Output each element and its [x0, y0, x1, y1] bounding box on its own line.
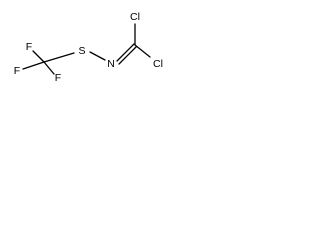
bond-n-c-double-outer	[116, 43, 135, 62]
atom-cl-right: Cl	[153, 58, 163, 70]
atom-cl-top: Cl	[130, 11, 140, 23]
atom-f-top: F	[26, 41, 32, 53]
atom-f-left: F	[14, 65, 20, 77]
atom-n: N	[107, 58, 115, 70]
bond-n-c-double-inner	[118, 46, 137, 65]
bond-c-f-top	[32, 50, 45, 63]
atom-f-bottom: F	[55, 72, 61, 84]
atom-labels: F F F S N Cl Cl	[14, 11, 163, 84]
bonds	[22, 23, 151, 75]
bond-s-n	[89, 51, 106, 61]
bond-c-f-bottom	[43, 61, 55, 75]
bond-c-s	[43, 52, 75, 63]
bond-c-cl-right	[134, 44, 151, 58]
atom-s: S	[78, 45, 85, 57]
structure-diagram: F F F S N Cl Cl	[14, 11, 163, 84]
bond-c-f-left	[22, 61, 45, 70]
